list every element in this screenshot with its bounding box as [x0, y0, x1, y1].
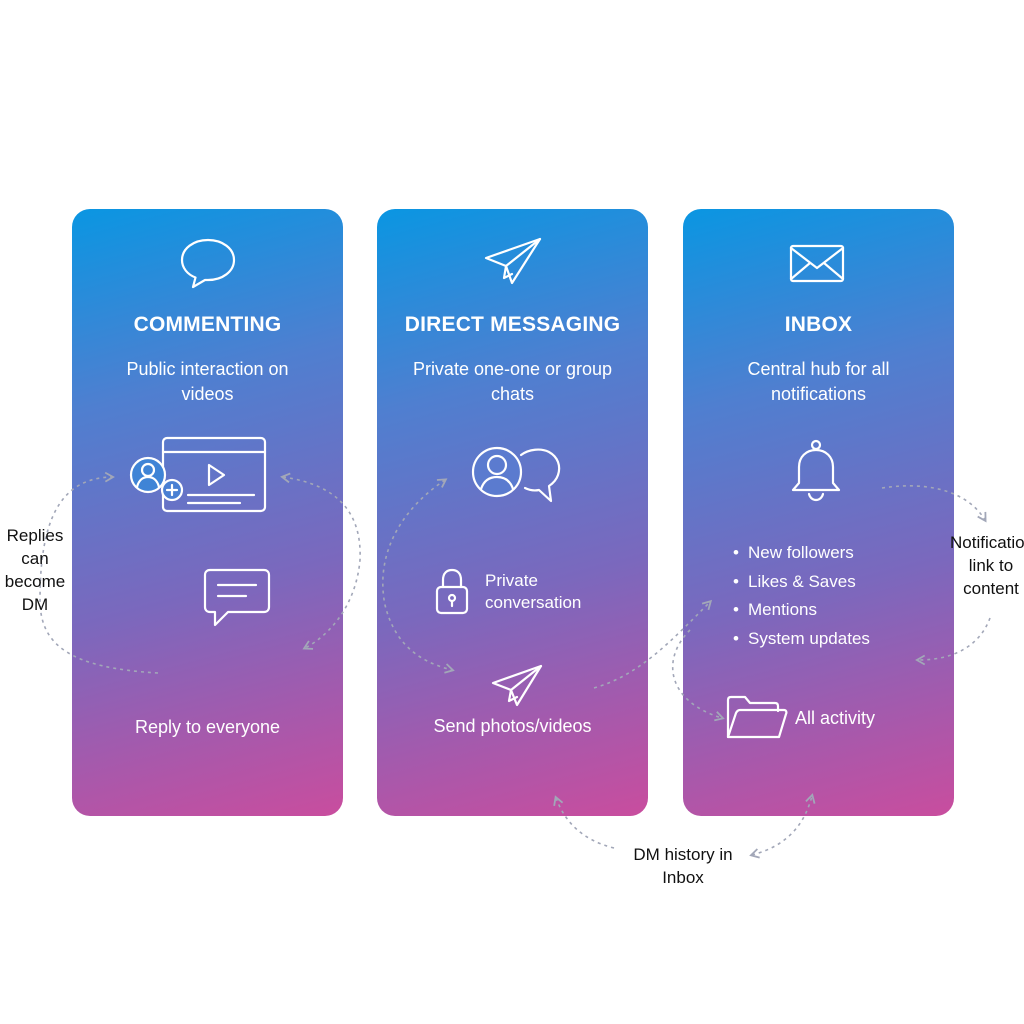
connector-send-to-inbox	[593, 599, 713, 689]
list-item: System updates	[733, 625, 870, 654]
paper-plane-icon	[484, 237, 542, 285]
direct-messaging-title: DIRECT MESSAGING	[404, 313, 621, 336]
user-chat-icon	[471, 446, 561, 503]
all-activity-label: All activity	[795, 708, 876, 728]
video-player-add-user-icon	[129, 436, 267, 513]
notification-types-list: New followers Likes & Saves Mentions Sys…	[733, 539, 870, 653]
comment-message-icon	[203, 568, 271, 627]
speech-bubble-icon	[180, 238, 236, 289]
connector-notifications-return	[915, 617, 991, 666]
connector-comment-to-dm	[280, 472, 361, 650]
commenting-title: COMMENTING	[133, 313, 282, 336]
connector-dm-loop	[382, 478, 455, 674]
paper-plane-icon	[491, 664, 543, 707]
inbox-description: Central hub for all notifications	[747, 359, 890, 404]
private-conversation-label: Private conversation	[485, 571, 582, 612]
inbox-card: INBOX Central hub for all notifications …	[683, 209, 954, 816]
reply-to-everyone-label: Reply to everyone	[134, 717, 281, 737]
dm-history-label: DM history in Inbox	[633, 845, 733, 887]
connector-replies-to-dm	[39, 471, 159, 674]
list-item: Likes & Saves	[733, 568, 870, 597]
envelope-icon	[789, 244, 845, 283]
send-photos-videos-label: Send photos/videos	[433, 716, 592, 736]
bell-icon	[791, 439, 841, 502]
direct-messaging-description: Private one-one or group chats	[412, 359, 613, 404]
list-item: Mentions	[733, 596, 870, 625]
list-item: New followers	[733, 539, 870, 568]
inbox-title: INBOX	[784, 313, 853, 336]
direct-messaging-card: DIRECT MESSAGING Private one-one or grou…	[377, 209, 648, 816]
commenting-description: Public interaction on videos	[126, 359, 289, 404]
folder-icon	[726, 695, 788, 739]
connector-notifications-link	[881, 485, 987, 523]
connector-inbox-activity	[672, 629, 725, 722]
connector-dm-history-right	[749, 793, 816, 859]
connector-dm-history-left	[553, 795, 615, 849]
notifications-link-label: Notifications link to content	[950, 533, 1024, 598]
replies-become-dm-label: Replies can become DM	[4, 526, 66, 614]
